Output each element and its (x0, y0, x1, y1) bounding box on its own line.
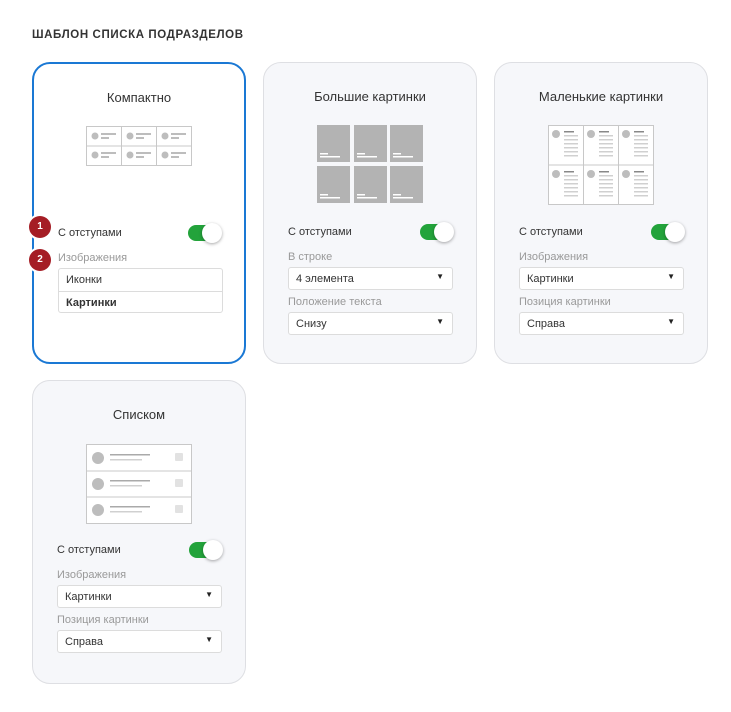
callout-badge-2: 2 (29, 249, 51, 271)
section-heading: ШАБЛОН СПИСКА ПОДРАЗДЕЛОВ (32, 29, 244, 41)
images-value: Картинки (527, 273, 574, 285)
images-label: Изображения (58, 252, 128, 264)
template-card-small[interactable]: Маленькие картинки С отступами Изображен… (494, 62, 708, 364)
toggle-knob (434, 222, 454, 242)
images-option-list: Иконки Картинки (58, 268, 223, 313)
option-icons[interactable]: Иконки (66, 274, 102, 286)
caret-down-icon: ▼ (436, 317, 444, 326)
padding-toggle-row: С отступами (288, 222, 454, 243)
callout-badge-1: 1 (29, 216, 51, 238)
picture-position-label: Позиция картинки (57, 614, 149, 626)
small-preview-icon (548, 125, 654, 205)
images-select[interactable]: Картинки ▼ (57, 585, 222, 608)
caret-down-icon: ▼ (205, 590, 213, 599)
text-position-label: Положение текста (288, 296, 382, 308)
padding-toggle[interactable] (420, 222, 454, 242)
card-title: Маленькие картинки (538, 89, 664, 104)
list-preview-icon (86, 444, 192, 524)
picture-position-label: Позиция картинки (519, 296, 611, 308)
images-label: Изображения (519, 251, 589, 263)
option-pictures[interactable]: Картинки (59, 291, 222, 313)
padding-toggle-row: С отступами (57, 540, 223, 561)
toggle-knob (202, 223, 222, 243)
template-card-large[interactable]: Большие картинки С отступами В строке 4 … (263, 62, 477, 364)
padding-toggle-label: С отступами (58, 227, 122, 239)
picture-position-value: Справа (65, 636, 103, 648)
padding-toggle-row: С отступами (519, 222, 685, 243)
images-select[interactable]: Картинки ▼ (519, 267, 684, 290)
text-position-value: Снизу (296, 318, 327, 330)
images-value: Картинки (65, 591, 112, 603)
per-row-value: 4 элемента (296, 273, 354, 285)
card-title: Списком (112, 407, 166, 422)
caret-down-icon: ▼ (667, 317, 675, 326)
compact-preview-icon (86, 126, 192, 166)
picture-position-select[interactable]: Справа ▼ (57, 630, 222, 653)
picture-position-value: Справа (527, 318, 565, 330)
template-card-list[interactable]: Списком С отступами Изображения Картинки… (32, 380, 246, 684)
toggle-knob (665, 222, 685, 242)
large-preview-icon (317, 125, 423, 203)
padding-toggle-row: С отступами (58, 223, 222, 244)
per-row-select[interactable]: 4 элемента ▼ (288, 267, 453, 290)
toggle-knob (203, 540, 223, 560)
per-row-label: В строке (288, 251, 333, 263)
picture-position-select[interactable]: Справа ▼ (519, 312, 684, 335)
padding-toggle[interactable] (189, 540, 223, 560)
caret-down-icon: ▼ (205, 635, 213, 644)
template-card-compact[interactable]: Компактно С отступами Изображения Иконки… (32, 62, 246, 364)
padding-toggle-label: С отступами (519, 226, 583, 238)
caret-down-icon: ▼ (667, 272, 675, 281)
padding-toggle-label: С отступами (288, 226, 352, 238)
padding-toggle-label: С отступами (57, 544, 121, 556)
text-position-select[interactable]: Снизу ▼ (288, 312, 453, 335)
card-title: Компактно (106, 90, 172, 105)
padding-toggle[interactable] (188, 223, 222, 243)
card-title: Большие картинки (314, 89, 426, 104)
images-label: Изображения (57, 569, 127, 581)
padding-toggle[interactable] (651, 222, 685, 242)
caret-down-icon: ▼ (436, 272, 444, 281)
